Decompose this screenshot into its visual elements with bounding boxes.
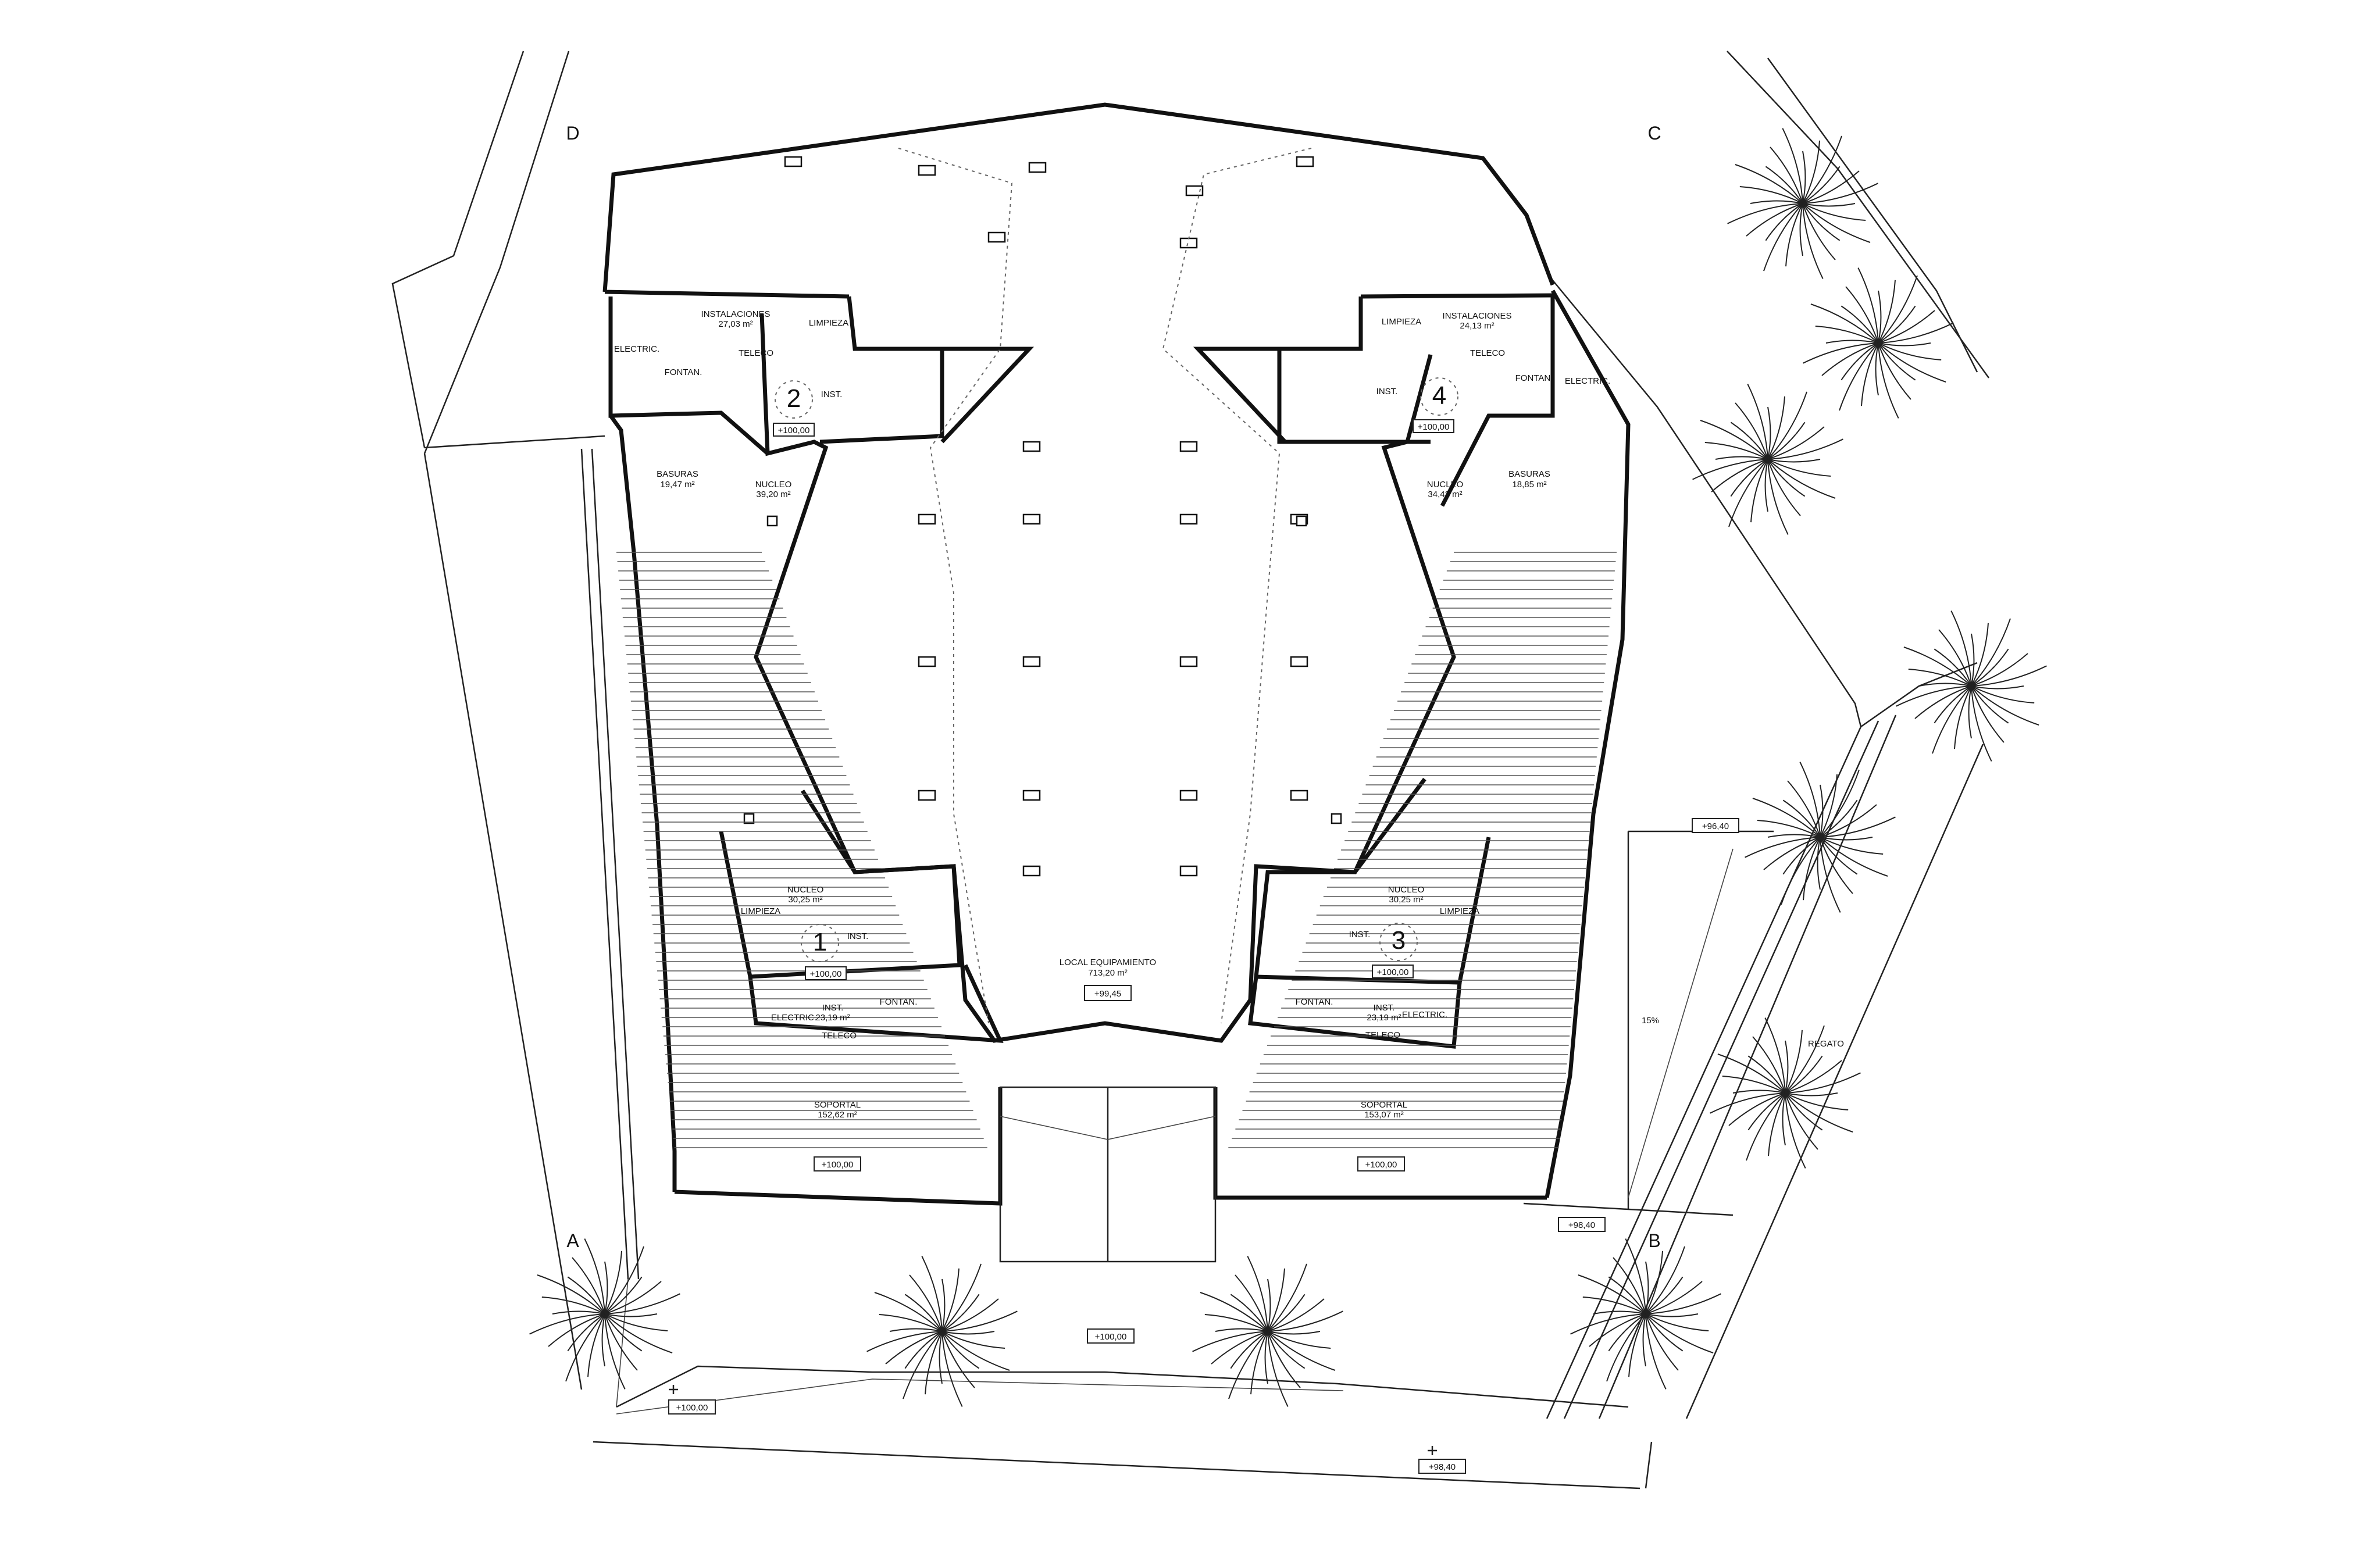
level-core-4: +100,00 (1418, 422, 1450, 432)
label-teleco-4: TELECO (1470, 348, 1505, 358)
entrance (999, 1086, 1217, 1263)
area-nucleo-4: 34,42 m² (1428, 490, 1462, 499)
level-stream: +96,40 (1702, 821, 1729, 831)
site-lines (391, 51, 1990, 1490)
level-garden: +98,40 (1568, 1220, 1595, 1230)
label-inst-3: INST. (1349, 930, 1371, 940)
area-nucleo-2: 39,20 m² (756, 490, 790, 499)
soportal-right-hatch (1228, 552, 1617, 1148)
trees (529, 128, 2047, 1407)
label-limpieza-3: LIMPIEZA (1440, 906, 1479, 916)
ceiling-lines (898, 148, 1312, 1024)
area-local: 713,20 m² (1088, 968, 1128, 978)
columns (743, 156, 1342, 877)
level-plaza: +100,00 (1095, 1332, 1127, 1342)
level-street-left: +100,00 (676, 1403, 708, 1413)
label-nucleo-2: NUCLEO (755, 480, 792, 490)
label-inst-1: INST. (847, 931, 869, 941)
label-fontan-2: FONTAN. (665, 367, 702, 377)
label-fontan-3: FONTAN. (1296, 997, 1333, 1007)
label-inst-2: INST. (821, 390, 843, 399)
axis-b: B (1648, 1230, 1660, 1251)
label-nucleo-3: NUCLEO (1388, 885, 1425, 895)
label-nucleo-4: NUCLEO (1427, 480, 1464, 490)
axis-a: A (566, 1230, 579, 1251)
tree (1692, 384, 1843, 535)
label-teleco-3: TELECO (1365, 1030, 1400, 1040)
tree (1570, 1238, 1721, 1390)
label-electric-2: ELECTRIC. (614, 344, 659, 354)
tree (1192, 1256, 1343, 1407)
core-number-3: 3 (1392, 926, 1406, 955)
label-teleco-2: TELECO (739, 348, 773, 358)
label-basuras-left: BASURAS (657, 469, 698, 479)
area-basuras-left: 19,47 m² (660, 480, 694, 490)
level-core-1: +100,00 (810, 969, 842, 979)
area-soportal-left: 152,62 m² (818, 1110, 857, 1120)
area-inst-3: 23,19 m² (1367, 1013, 1401, 1023)
axis-c: C (1647, 123, 1661, 144)
tree (1896, 610, 2047, 762)
grid-axes: D C A B (566, 123, 1661, 1251)
label-instalaciones-right: INSTALACIONES (1443, 311, 1512, 321)
label-electric-4: ELECTRIC. (1565, 376, 1610, 386)
tree (1727, 128, 1878, 279)
label-fontan-1: FONTAN. (880, 997, 918, 1007)
area-nucleo-1: 30,25 m² (788, 895, 822, 905)
level-soportal-left: +100,00 (822, 1160, 854, 1170)
core-number-4: 4 (1432, 381, 1446, 410)
tree (1745, 762, 1896, 913)
core-rings (775, 377, 1458, 962)
area-soportal-right: 153,07 m² (1364, 1110, 1404, 1120)
label-soportal-right: SOPORTAL (1361, 1100, 1407, 1110)
soportal-left-hatch (616, 552, 987, 1148)
core-number-1: 1 (813, 928, 827, 956)
area-instalaciones-left: 27,03 m² (718, 319, 752, 329)
level-local: +99,45 (1094, 989, 1121, 999)
tree (1710, 1017, 1861, 1169)
label-soportal-left: SOPORTAL (814, 1100, 861, 1110)
level-markers: +99,45 +100,00 +100,00 +100,00 +100,00 +… (668, 419, 1739, 1474)
label-nucleo-1: NUCLEO (787, 885, 824, 895)
label-slope: 15% (1642, 1016, 1659, 1026)
label-inst-area-3: INST. (1374, 1003, 1395, 1013)
label-fontan-4: FONTAN. (1515, 373, 1553, 383)
room-labels: INSTALACIONES 27,03 m² LIMPIEZA ELECTRIC… (614, 309, 1844, 1120)
level-soportal-right: +100,00 (1365, 1160, 1397, 1170)
label-teleco-1: TELECO (822, 1031, 857, 1041)
tree (1803, 267, 1954, 419)
area-basuras-right: 18,85 m² (1512, 480, 1546, 490)
label-limpieza-2: LIMPIEZA (809, 318, 848, 328)
label-local: LOCAL EQUIPAMIENTO (1060, 958, 1156, 967)
tree (529, 1238, 680, 1390)
label-inst-4: INST. (1376, 387, 1398, 397)
label-instalaciones-left: INSTALACIONES (701, 309, 771, 319)
label-limpieza-4: LIMPIEZA (1382, 317, 1421, 327)
label-limpieza-1: LIMPIEZA (741, 906, 780, 916)
label-electric-1: ELECTRIC. (771, 1013, 816, 1023)
area-nucleo-3: 30,25 m² (1389, 895, 1423, 905)
level-street-right: +98,40 (1429, 1462, 1456, 1472)
label-basuras-right: BASURAS (1508, 469, 1550, 479)
axis-d: D (566, 123, 579, 144)
tree (866, 1256, 1018, 1407)
building-walls (602, 102, 1631, 1206)
area-inst-1: 23,19 m² (815, 1013, 850, 1023)
label-electric-3: ELECTRIC. (1402, 1010, 1447, 1020)
core-number-2: 2 (787, 384, 801, 413)
label-inst-area-1: INST. (822, 1003, 844, 1013)
area-instalaciones-right: 24,13 m² (1460, 321, 1494, 331)
level-core-3: +100,00 (1377, 967, 1409, 977)
label-regato: REGATO (1808, 1039, 1844, 1049)
level-core-2: +100,00 (778, 426, 810, 435)
